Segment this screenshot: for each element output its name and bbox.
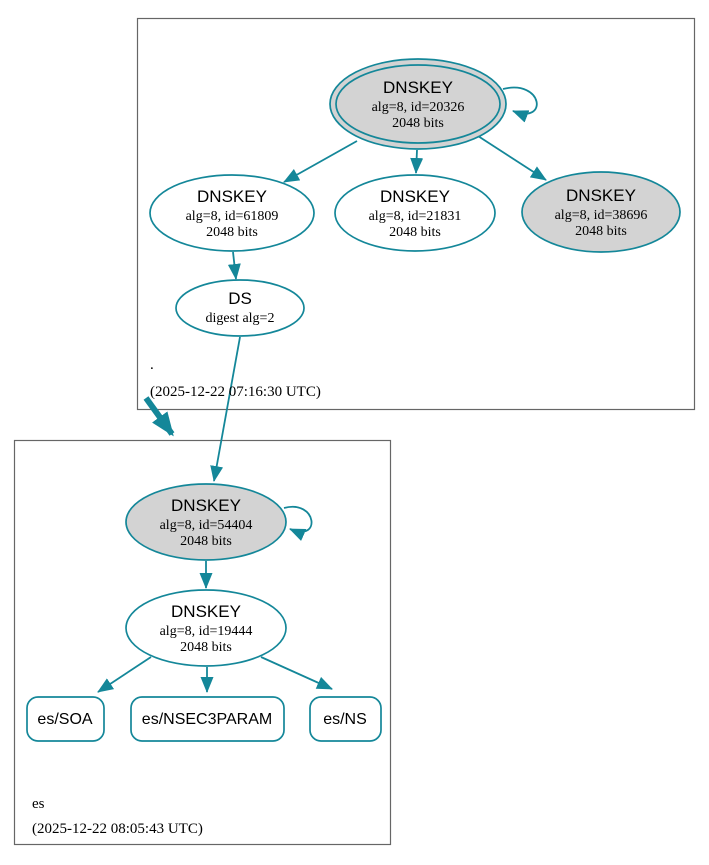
edge-ksk20326-to-zsk21831 [410, 149, 424, 174]
dnskey-node-es-54404: DNSKEY alg=8, id=54404 2048 bits [125, 483, 287, 561]
delegation-arrow-root-to-es-icon [143, 396, 175, 437]
rrset-node-es-nsec3param: es/NSEC3PARAM [130, 696, 285, 742]
cluster-root-zone-box [136, 17, 696, 411]
dnskey-node-es-19444: DNSKEY alg=8, id=19444 2048 bits [125, 589, 287, 667]
edge-ds-to-ksk54404 [210, 336, 241, 482]
dnskey-node-root-21831: DNSKEY alg=8, id=21831 2048 bits [334, 174, 496, 252]
cluster-es-zone-box [13, 439, 392, 846]
node-bits: 2048 bits [180, 640, 232, 655]
dnskey-node-root-61809: DNSKEY alg=8, id=61809 2048 bits [149, 174, 315, 252]
cluster-root-label: . [150, 357, 154, 373]
ds-node-root: DS digest alg=2 [175, 279, 305, 337]
node-bits: 2048 bits [389, 225, 441, 240]
rrset-node-es-ns: es/NS [309, 696, 382, 742]
rrset-label: es/SOA [37, 711, 92, 728]
node-detail: alg=8, id=20326 [372, 100, 465, 115]
edge-zsk19444-to-ns [260, 656, 333, 690]
node-title: DS [228, 289, 252, 308]
cluster-root-timestamp: (2025-12-22 07:16:30 UTC) [150, 384, 321, 400]
node-bits: 2048 bits [392, 116, 444, 131]
node-title: DNSKEY [197, 187, 267, 206]
cluster-es-timestamp: (2025-12-22 08:05:43 UTC) [32, 821, 203, 837]
node-title: DNSKEY [171, 496, 241, 515]
edge-ksk20326-to-ksk38696 [477, 135, 547, 181]
node-detail: alg=8, id=54404 [160, 518, 253, 533]
dnskey-node-root-38696: DNSKEY alg=8, id=38696 2048 bits [521, 171, 681, 253]
edge-ksk20326-to-zsk61809 [283, 140, 358, 183]
edge-zsk19444-to-soa [97, 656, 152, 693]
rrset-label: es/NS [323, 711, 367, 728]
node-title: DNSKEY [383, 78, 453, 97]
dnskey-node-root-20326: DNSKEY alg=8, id=20326 2048 bits [329, 58, 507, 150]
node-title: DNSKEY [566, 186, 636, 205]
node-detail: alg=8, id=61809 [186, 209, 279, 224]
edge-zsk61809-to-ds [227, 251, 241, 280]
rrset-node-es-soa: es/SOA [26, 696, 105, 742]
node-title: DNSKEY [380, 187, 450, 206]
self-loop-ksk20326-icon [502, 86, 538, 123]
self-loop-ksk54404-icon [283, 505, 313, 541]
node-bits: 2048 bits [206, 225, 258, 240]
node-detail: alg=8, id=19444 [160, 624, 253, 639]
node-detail: alg=8, id=38696 [555, 208, 648, 223]
cluster-es-label: es [32, 796, 45, 812]
node-detail: alg=8, id=21831 [369, 209, 462, 224]
node-detail: digest alg=2 [206, 311, 275, 326]
rrset-label: es/NSEC3PARAM [142, 711, 272, 728]
node-title: DNSKEY [171, 602, 241, 621]
node-bits: 2048 bits [180, 534, 232, 549]
node-bits: 2048 bits [575, 224, 627, 239]
